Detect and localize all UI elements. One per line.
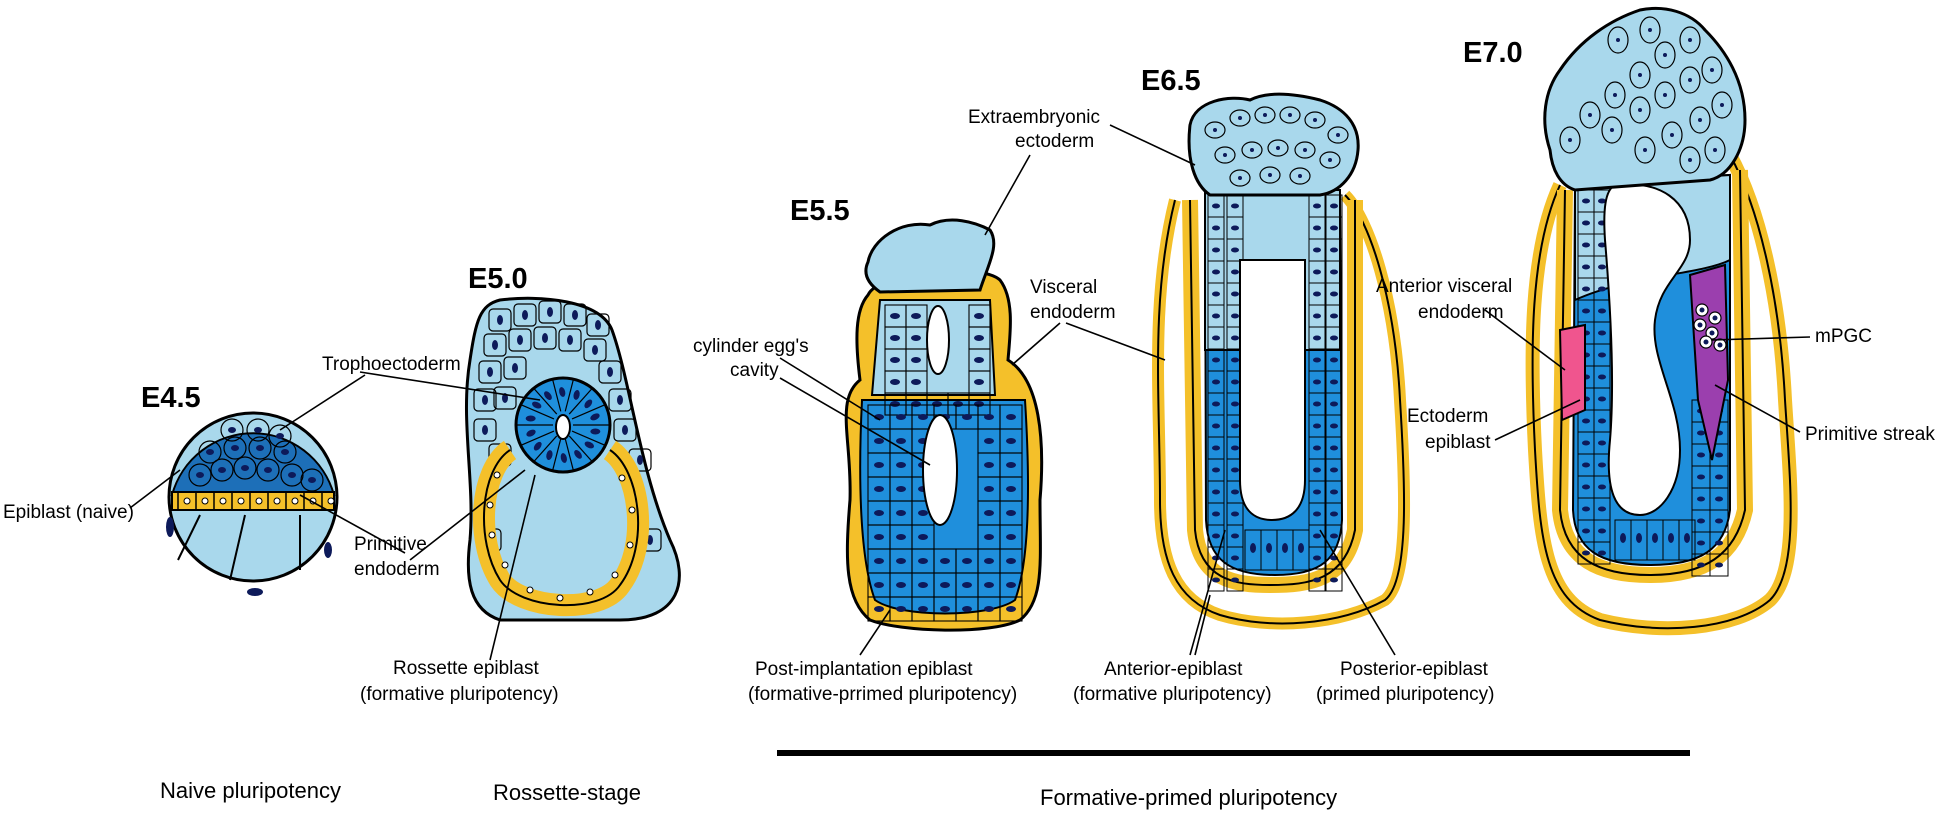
- label-extraembryonic-2: ectoderm: [1015, 131, 1094, 152]
- e55-epiblast-cells: [867, 304, 1023, 622]
- label-cylinder-1: cylinder egg's: [693, 336, 809, 357]
- label-trophoectoderm: Trophoectoderm: [322, 354, 461, 375]
- label-mpgc: mPGC: [1815, 326, 1872, 347]
- label-post-impl-2: (formative-prrimed pluripotency): [748, 684, 1017, 705]
- bottom-label-naive: Naive pluripotency: [160, 778, 341, 803]
- leader-lines: [129, 124, 1811, 661]
- bottom-label-formative: Formative-primed pluripotency: [1040, 785, 1337, 810]
- label-avm-2: endoderm: [1418, 302, 1504, 323]
- stage-title-e70: E7.0: [1463, 37, 1523, 69]
- embryo-e45: [166, 411, 339, 596]
- stage-title-e45: E4.5: [141, 382, 201, 414]
- e65-extraembryonic-cells: [1204, 106, 1349, 187]
- label-visceral-2: endoderm: [1030, 302, 1116, 323]
- label-cylinder-2: cavity: [730, 360, 779, 381]
- e50-endoderm-cells: [486, 471, 636, 602]
- label-posterior-epi-1: Posterior-epiblast: [1340, 659, 1489, 680]
- label-extraembryonic-1: Extraembryonic: [968, 107, 1100, 128]
- embryo-e55: [844, 218, 1044, 632]
- e70-epiblast-cells: [1577, 189, 1729, 577]
- e70-mpgc-cells: [1693, 303, 1727, 352]
- e45-epiblast-cells: [188, 418, 324, 492]
- stage-title-e55: E5.5: [790, 195, 850, 227]
- label-epiblast-naive: Epiblast (naive): [3, 502, 134, 523]
- e50-rosette-cells: [516, 379, 610, 471]
- stage-title-e50: E5.0: [468, 263, 528, 295]
- label-anterior-epi-1: Anterior-epiblast: [1104, 659, 1243, 680]
- label-visceral-1: Visceral: [1030, 277, 1097, 298]
- label-posterior-epi-2: (primed pluripotency): [1316, 684, 1494, 705]
- label-primitive-streak: Primitive streak: [1805, 424, 1935, 445]
- label-ectoderm-1: Ectoderm: [1407, 406, 1488, 427]
- label-anterior-epi-2: (formative pluripotency): [1073, 684, 1272, 705]
- embryo-e70: [1525, 6, 1798, 636]
- embryo-e50: [465, 296, 681, 622]
- label-rossette-2: (formative pluripotency): [360, 684, 559, 705]
- e65-epiblast-cells: [1207, 194, 1343, 592]
- bottom-label-rossette: Rossette-stage: [493, 780, 641, 805]
- e45-endoderm-cells: [177, 492, 335, 510]
- embryo-e65: [1152, 92, 1411, 630]
- label-primitive-endoderm-2: endoderm: [354, 559, 440, 580]
- stage-title-e65: E6.5: [1141, 65, 1201, 97]
- label-avm-1: Anterior visceral: [1376, 276, 1512, 297]
- e70-extraembryonic-cells: [1559, 16, 1733, 174]
- label-rossette-1: Rossette epiblast: [393, 658, 539, 679]
- label-post-impl-1: Post-implantation epiblast: [755, 659, 973, 680]
- label-ectoderm-2: epiblast: [1425, 432, 1491, 453]
